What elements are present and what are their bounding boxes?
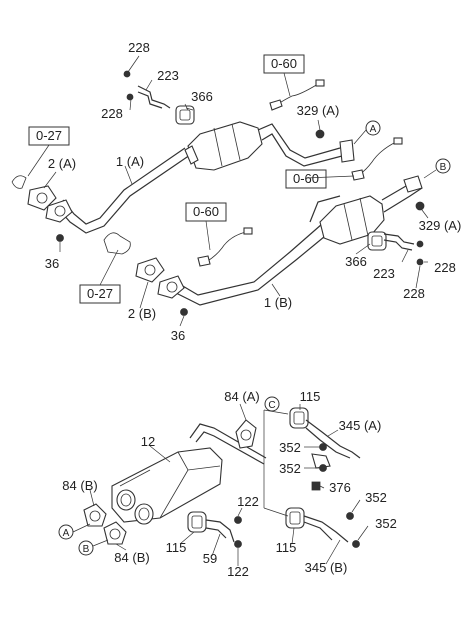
callout-1a: 1 (A): [116, 154, 144, 169]
ref-box-0-60-mid[interactable]: 0-60: [185, 202, 227, 222]
front-pipe-1b: [173, 223, 331, 306]
ref-label: 0-60: [293, 171, 319, 186]
callout-345a: 345 (A): [339, 418, 382, 433]
hanger-366-lower: [367, 231, 387, 251]
callout-115: 115: [300, 389, 321, 404]
callout-122: 122: [227, 564, 249, 579]
callout-366: 366: [191, 89, 213, 104]
callout-84b: 84 (B): [114, 550, 149, 565]
callout-352: 352: [365, 490, 387, 505]
callout-122: 122: [237, 494, 259, 509]
callout-84b: 84 (B): [62, 478, 97, 493]
nut-36-lower: [180, 308, 188, 316]
lower-leaders: [89, 403, 369, 566]
callout-376: 376: [329, 480, 351, 495]
callout-59: 59: [203, 551, 217, 566]
ref-label: 0-27: [87, 286, 113, 301]
callout-228: 228: [434, 260, 456, 275]
callout-352: 352: [279, 440, 301, 455]
callout-352: 352: [279, 461, 301, 476]
bolt-352-b: [319, 464, 327, 472]
ref-box-0-27-bottom[interactable]: 0-27: [79, 284, 121, 304]
marker-c[interactable]: C: [264, 396, 280, 412]
callout-2b: 2 (B): [128, 306, 156, 321]
callout-12: 12: [141, 434, 155, 449]
gasket-2b: [135, 257, 165, 283]
callout-366: 366: [345, 254, 367, 269]
gasket-84a: [235, 419, 257, 449]
flange-front-right: [157, 275, 185, 299]
marker-letter: C: [268, 400, 275, 411]
marker-letter: A: [370, 124, 377, 135]
marker-b-lower[interactable]: B: [78, 539, 109, 556]
bracket-59: [205, 519, 235, 543]
callout-228: 228: [403, 286, 425, 301]
hanger-115-left: [187, 511, 207, 533]
o2-sensor-right: [351, 137, 403, 181]
ref-box-0-60-top[interactable]: 0-60: [263, 54, 305, 74]
bolt-376: [311, 481, 321, 491]
hanger-115-right: [285, 507, 305, 529]
hanger-115-top: [289, 407, 309, 429]
hanger-366-upper: [175, 105, 195, 125]
callout-2a: 2 (A): [48, 156, 76, 171]
ref-label: 0-27: [36, 128, 62, 143]
rear-pipe-right: [381, 175, 423, 213]
clamp-left: [11, 175, 27, 189]
catalytic-converter-lower: [309, 195, 385, 245]
o2-sensor-upper: [269, 79, 325, 111]
marker-a-lower[interactable]: A: [58, 523, 91, 540]
gasket-2a: [27, 185, 57, 211]
nut-329a-right: [415, 201, 425, 211]
ref-label: 0-60: [271, 56, 297, 71]
callout-345b: 345 (B): [305, 560, 348, 575]
bolt-352-a: [319, 443, 327, 451]
gasket-84b-lower: [103, 521, 127, 545]
callout-1b: 1 (B): [264, 295, 292, 310]
callout-228: 228: [128, 40, 150, 55]
callout-228: 228: [101, 106, 123, 121]
catalytic-converter-upper: [184, 121, 263, 171]
callout-223: 223: [373, 266, 395, 281]
bracket-223-lower: [383, 233, 424, 266]
callout-115: 115: [166, 540, 187, 555]
rear-pipe-upper: [257, 123, 355, 167]
marker-letter: B: [83, 544, 90, 555]
clamp-lower: [103, 232, 131, 255]
bolt-352-c: [346, 512, 354, 520]
callout-329a: 329 (A): [419, 218, 462, 233]
bolt-122-b: [234, 540, 242, 548]
muffler-12: [111, 447, 223, 523]
flange-front-left: [45, 199, 73, 223]
callout-36: 36: [45, 256, 59, 271]
bracket-345a: [305, 419, 361, 469]
callout-352: 352: [375, 516, 397, 531]
ref-box-0-60-right[interactable]: 0-60: [285, 169, 327, 189]
callout-115: 115: [276, 540, 297, 555]
marker-a-upper[interactable]: A: [365, 120, 381, 136]
muffler-inlets: [116, 489, 154, 525]
callout-84a: 84 (A): [224, 389, 259, 404]
marker-b-upper[interactable]: B: [435, 158, 451, 174]
upper-leaders: [27, 55, 437, 327]
o2-sensor-mid: [197, 227, 253, 267]
bolt-122-a: [234, 516, 242, 524]
bolt-352-d: [352, 540, 360, 548]
gasket-84b-upper: [83, 503, 107, 527]
marker-letter: B: [440, 162, 447, 173]
callout-36: 36: [171, 328, 185, 343]
c-bracket-lines: [263, 409, 289, 517]
bracket-345b: [303, 515, 349, 543]
marker-letter: A: [63, 528, 70, 539]
ref-box-0-27-left[interactable]: 0-27: [28, 126, 70, 146]
nut-329a-upper: [315, 129, 325, 139]
nut-36-upper: [56, 234, 64, 242]
callout-223: 223: [157, 68, 179, 83]
callout-329a: 329 (A): [297, 103, 340, 118]
ref-label: 0-60: [193, 204, 219, 219]
